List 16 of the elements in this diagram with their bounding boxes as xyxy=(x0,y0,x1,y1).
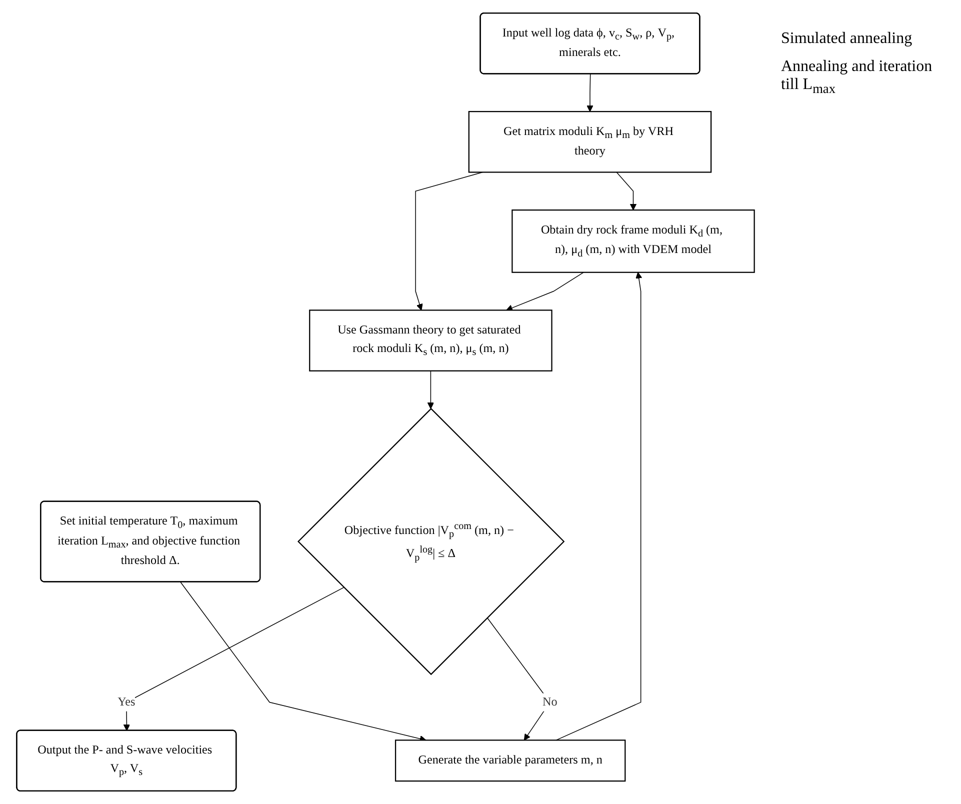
arrow xyxy=(506,272,584,312)
arrow xyxy=(180,582,426,742)
node-diamond: Objective function |V$_{p}$$^{com}$ (m, n) − V$_{p}$$^{log}$| ≤ Δ xyxy=(297,408,565,676)
annotation-text: Annealing and iteration till L$_{max}$ xyxy=(781,58,934,98)
arrow xyxy=(427,370,434,409)
node-box: Obtain dry rock frame moduli K$_{d}$ (m, n), μ$_{d}$ (m, n) with VDEM model xyxy=(512,209,755,273)
arrow xyxy=(586,74,594,112)
edge-label: No xyxy=(542,695,558,708)
edge-label: Yes xyxy=(118,695,136,708)
node-box: Use Gassmann theory to get saturated rock moduli K$_{s}$ (m, n), μ$_{s}$ (m, n) xyxy=(309,310,552,372)
annotation-text: Simulated annealing xyxy=(781,30,914,48)
arrow xyxy=(123,587,344,731)
node-box: Generate the variable parameters m, n xyxy=(394,740,626,782)
node-box: Get matrix moduli K$_{m}$ μ$_{m}$ by VRH theory xyxy=(468,110,712,173)
arrow xyxy=(556,272,642,741)
arrow xyxy=(616,172,637,210)
